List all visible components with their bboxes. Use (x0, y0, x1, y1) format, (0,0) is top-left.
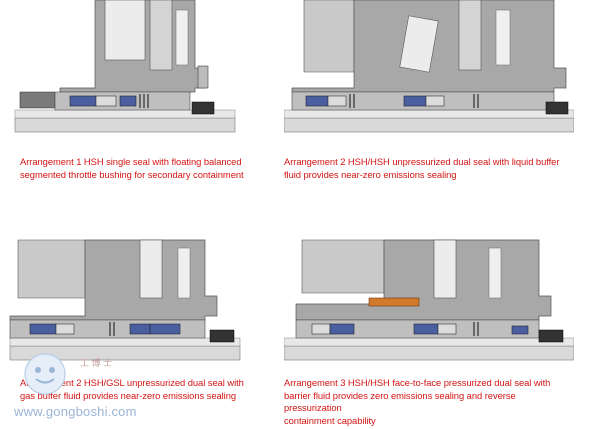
gland-port (399, 15, 439, 73)
outboard-face (413, 323, 439, 335)
stationary-face (95, 95, 117, 107)
pump-housing (303, 0, 355, 73)
caption-arrangement-2-hsh-hsh: Arrangement 2 HSH/HSH unpressurized dual… (284, 156, 574, 181)
watermark-chinese-text: 工 博 士 (80, 358, 113, 368)
caption-line: fluid provides near-zero emissions seali… (284, 168, 457, 180)
caption-line: Arrangement 2 HSH/HSH unpressurized dual… (284, 156, 560, 167)
gland-bolt (197, 65, 209, 89)
outboard-stationary-face (425, 95, 445, 107)
pump-housing (301, 239, 385, 294)
caption-line: barrier fluid provides zero emissions se… (284, 389, 516, 414)
caption-line: containment capability (284, 414, 376, 426)
gland-housing (9, 239, 218, 321)
inboard-stationary-face (311, 323, 331, 335)
collar-set-screw (191, 101, 215, 115)
collar-set-screw (209, 329, 235, 343)
collar-set-screw (545, 101, 569, 115)
bolt-slot (175, 9, 189, 66)
caption-line: Arrangement 2 HSH/GSL unpressurized dual… (20, 377, 244, 388)
bolt-slot (488, 247, 502, 299)
stationary-bore (104, 0, 146, 61)
throttle-bushing (19, 91, 56, 109)
bellows (119, 95, 137, 107)
spring (349, 94, 355, 108)
collar-set-screw (538, 329, 564, 343)
inboard-stationary-face (327, 95, 347, 107)
spring (473, 94, 479, 108)
panel-arrangement-1: Arrangement 1 HSH single seal with float… (0, 0, 290, 200)
caption-line: gas buffer fluid provides near-zero emis… (20, 389, 237, 401)
rotating-face (69, 95, 97, 107)
shaft (284, 345, 574, 361)
caption-arrangement-2-hsh-gsl: Arrangement 2 HSH/GSL unpressurized dual… (20, 377, 310, 402)
caption-line: Arrangement 3 HSH/HSH face-to-face press… (284, 377, 551, 388)
gas-seal-ring (149, 323, 181, 335)
gland-port (433, 239, 457, 299)
inboard-face (329, 323, 355, 335)
gland-port (458, 0, 482, 71)
seal-drawing-arrangement-2-hsh-hsh (284, 0, 574, 133)
panel-arrangement-2-hsh-gsl: Arrangement 2 HSH/GSL unpressurized dual… (0, 238, 290, 429)
shaft (14, 117, 236, 133)
shaft (284, 117, 574, 133)
outboard-face (403, 95, 427, 107)
watermark-url: www.gongboshi.com (14, 404, 137, 419)
seal-drawing-arrangement-3 (284, 239, 574, 361)
spring (473, 322, 479, 336)
seal-drawing-arrangement-1 (14, 0, 236, 133)
panel-arrangement-2-hsh-hsh: Arrangement 2 HSH/HSH unpressurized dual… (284, 0, 574, 200)
barrier-fluid-chamber (368, 297, 420, 307)
watermark-logo-icon (24, 353, 66, 395)
sleeve (284, 337, 574, 347)
gland-housing (295, 239, 552, 321)
spring (139, 94, 149, 108)
caption-arrangement-3: Arrangement 3 HSH/HSH face-to-face press… (284, 377, 574, 427)
seal-drawing-arrangement-2-hsh-gsl (9, 239, 241, 361)
gas-seal-face (129, 323, 151, 335)
gland-port (149, 0, 173, 71)
inboard-face (29, 323, 57, 335)
bolt-slot (495, 9, 511, 66)
bolt-slot (177, 247, 191, 299)
pumping-ring (511, 325, 529, 335)
sleeve (9, 337, 241, 347)
gland-port (139, 239, 163, 299)
caption-line: segmented throttle bushing for secondary… (20, 168, 244, 180)
pump-housing (17, 239, 86, 299)
panel-arrangement-3: Arrangement 3 HSH/HSH face-to-face press… (284, 238, 574, 429)
spring (109, 322, 115, 336)
caption-line: Arrangement 1 HSH single seal with float… (20, 156, 242, 167)
inboard-stationary-face (55, 323, 75, 335)
sleeve (284, 109, 574, 119)
inboard-face (305, 95, 329, 107)
caption-arrangement-1: Arrangement 1 HSH single seal with float… (20, 156, 310, 181)
outboard-stationary-face (437, 323, 457, 335)
